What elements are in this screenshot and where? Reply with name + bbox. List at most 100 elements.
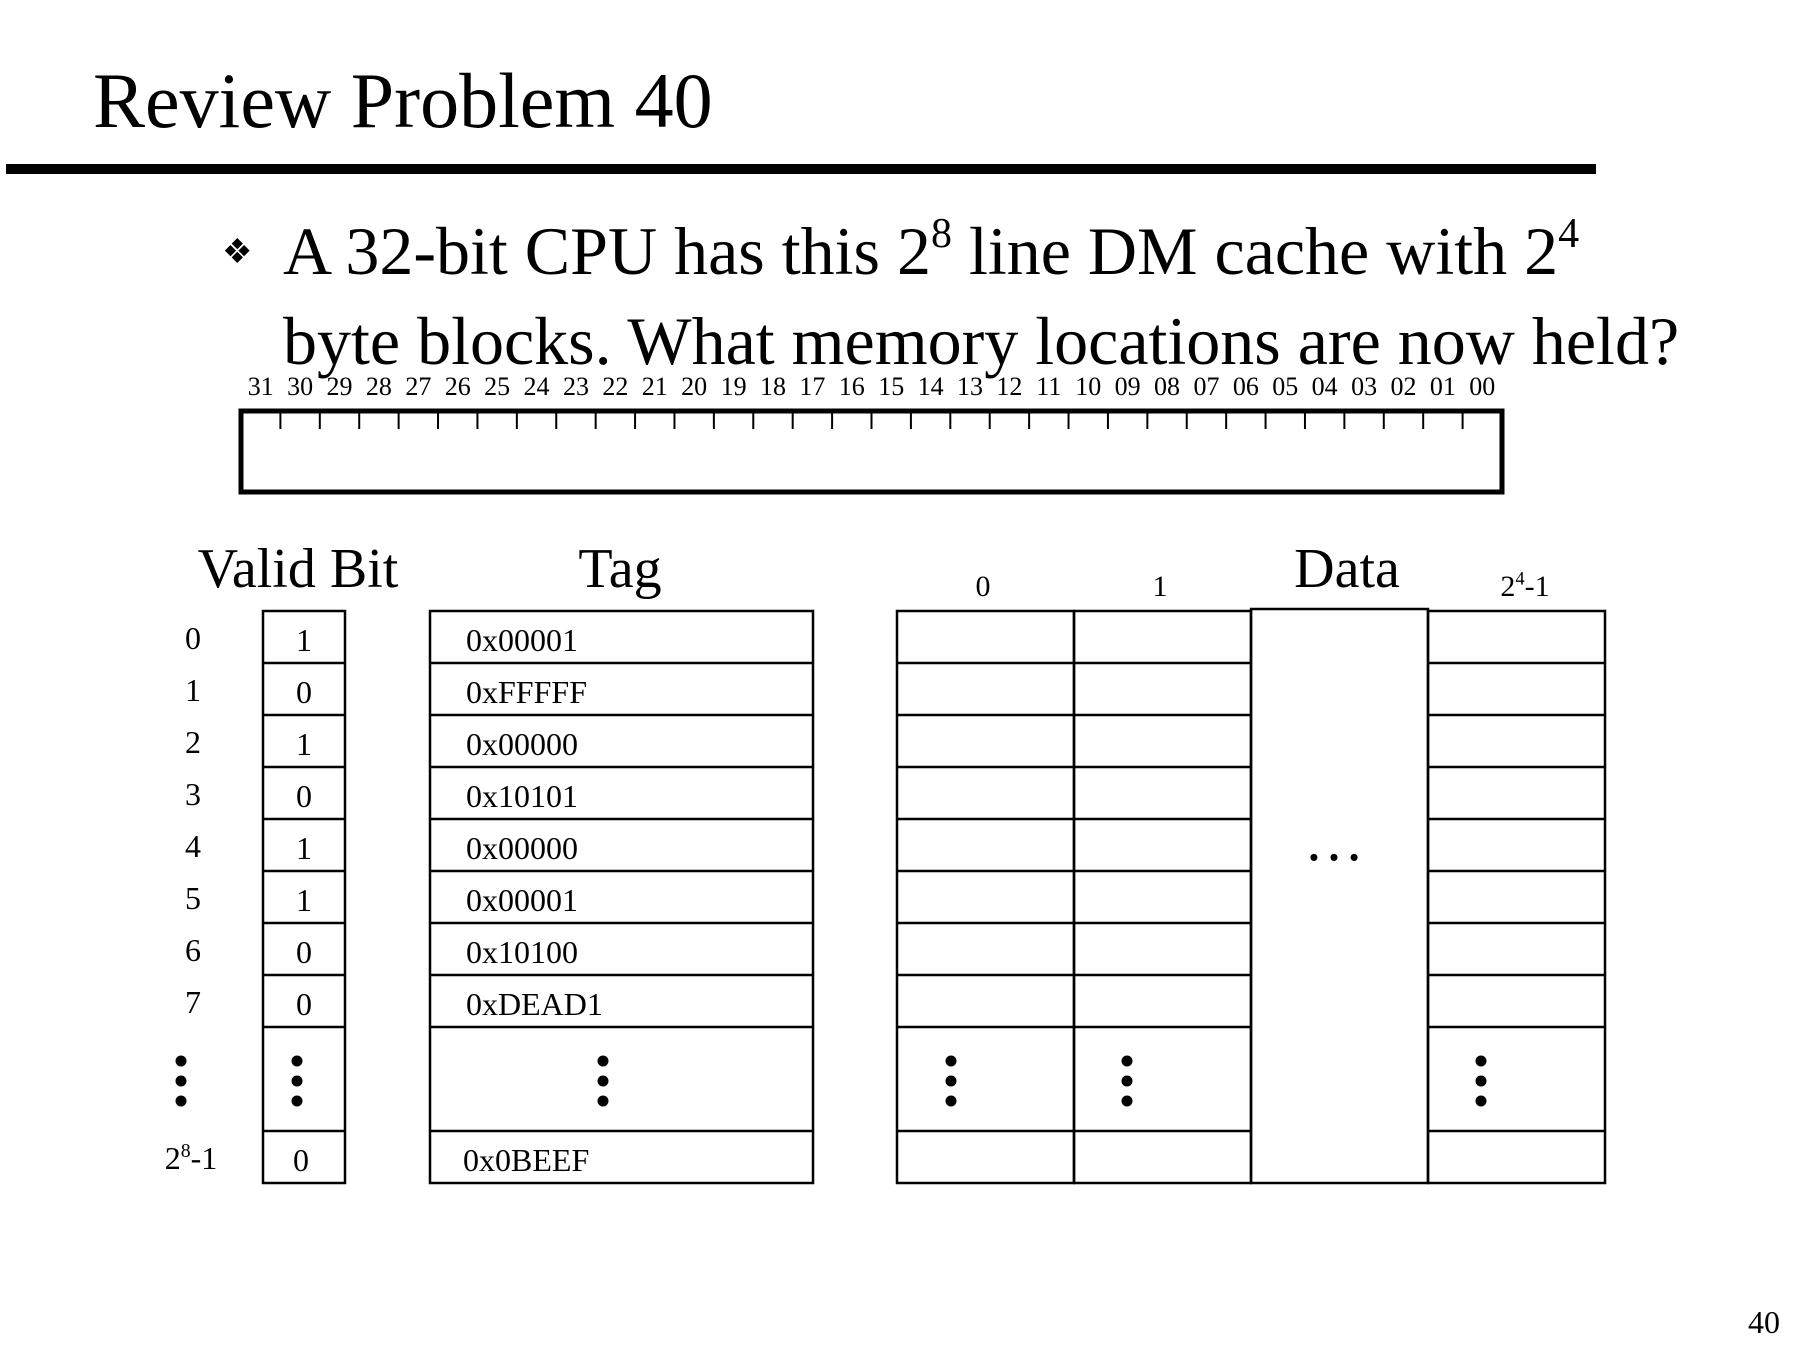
row-index-label: 4 — [185, 828, 201, 864]
valid-bit-header: Valid Bit — [198, 538, 399, 600]
data-middle-bytes-box — [1249, 607, 1430, 1185]
bit-number-label: 04 — [1312, 372, 1338, 401]
tag-value: 0x00001 — [466, 622, 578, 658]
tag-value: 0xDEAD1 — [466, 986, 603, 1022]
dot — [1121, 1095, 1133, 1107]
row-index-label: 2 — [185, 724, 201, 760]
bullet-line-1: A 32-bit CPU has this 28 line DM cache w… — [283, 211, 1679, 301]
data-horizontal-ellipsis: … — [1304, 807, 1364, 873]
data-col1-vertical-ellipsis — [1121, 1055, 1133, 1107]
data-col0-vertical-ellipsis — [945, 1055, 957, 1107]
dot — [1121, 1055, 1133, 1067]
data-byte-1-column — [1072, 609, 1253, 1185]
tag-value: 0xFFFFF — [466, 674, 587, 710]
dot — [945, 1055, 957, 1067]
row-index-label: 0 — [185, 620, 201, 656]
dot — [175, 1075, 187, 1087]
tag-header: Tag — [578, 538, 661, 600]
valid-bit-value: 0 — [296, 674, 312, 710]
tag-value: 0x00001 — [466, 882, 578, 918]
valid-bit-value: 1 — [296, 830, 312, 866]
bit-number-label: 00 — [1469, 372, 1495, 401]
row-index-label: 6 — [185, 932, 201, 968]
bit-number-label: 21 — [642, 372, 668, 401]
bit-number-label: 03 — [1351, 372, 1377, 401]
page-number: 40 — [1748, 1304, 1780, 1340]
dot — [175, 1055, 187, 1067]
bit-number-label: 05 — [1272, 372, 1298, 401]
valid-vertical-ellipsis — [291, 1055, 303, 1107]
slide-title: Review Problem 40 — [93, 57, 713, 144]
bit-number-label: 29 — [327, 372, 353, 401]
bullet-exponent: 8 — [930, 211, 952, 257]
bit-number-label: 14 — [918, 372, 944, 401]
bit-number-label: 26 — [445, 372, 471, 401]
bit-number-label: 30 — [287, 372, 313, 401]
dot — [1475, 1095, 1487, 1107]
bit-number-label: 25 — [484, 372, 510, 401]
bit-number-label: 10 — [1075, 372, 1101, 401]
bullet-text-part: line DM cache with 2 — [951, 213, 1559, 289]
bit-number-label: 06 — [1233, 372, 1259, 401]
dot — [597, 1075, 609, 1087]
bit-number-label: 01 — [1430, 372, 1456, 401]
bit-number-label: 12 — [996, 372, 1022, 401]
bullet-line-2: byte blocks. What memory locations are n… — [283, 303, 1680, 379]
bit-number-label: 08 — [1154, 372, 1180, 401]
valid-bit-column — [261, 609, 347, 1185]
row-index-label: 3 — [185, 776, 201, 812]
bit-number-label: 15 — [878, 372, 904, 401]
tag-value: 0x0BEEF — [463, 1142, 589, 1178]
dot — [945, 1095, 957, 1107]
data-column-0-label: 0 — [976, 570, 991, 603]
bit-number-label: 16 — [839, 372, 865, 401]
bit-number-label: 24 — [524, 372, 550, 401]
last-row-index-label: 28-1 — [165, 1140, 218, 1176]
row-index-label: 7 — [185, 984, 201, 1020]
bit-number-label: 23 — [563, 372, 589, 401]
dot — [945, 1075, 957, 1087]
dot — [597, 1095, 609, 1107]
bit-number-label: 19 — [721, 372, 747, 401]
dot — [597, 1055, 609, 1067]
data-column-1-label: 1 — [1153, 570, 1168, 603]
tag-column — [428, 609, 815, 1185]
data-byte-0-column — [895, 609, 1076, 1185]
diamond-bullet-icon: ❖ — [222, 234, 253, 271]
dot — [291, 1095, 303, 1107]
bullet-exponent: 4 — [1558, 211, 1580, 257]
valid-bit-value: 0 — [296, 934, 312, 970]
tag-vertical-ellipsis — [597, 1055, 609, 1107]
data-byte-last-column — [1426, 609, 1607, 1185]
index-vertical-ellipsis — [175, 1055, 187, 1107]
bit-number-label: 09 — [1115, 372, 1141, 401]
valid-bit-value: 0 — [293, 1142, 309, 1178]
tag-value: 0x10101 — [466, 778, 578, 814]
bit-number-label: 28 — [366, 372, 392, 401]
dot — [291, 1075, 303, 1087]
dot — [1475, 1055, 1487, 1067]
bit-number-label: 13 — [957, 372, 983, 401]
row-index-label: 5 — [185, 880, 201, 916]
valid-bit-value: 0 — [296, 986, 312, 1022]
title-underline — [6, 164, 1596, 174]
dot — [291, 1055, 303, 1067]
bullet-text: A 32-bit CPU has this 28 line DM cache w… — [283, 211, 1679, 381]
data-last-column-label: 24-1 — [1500, 569, 1549, 603]
tag-value: 0x00000 — [466, 726, 578, 762]
dot — [1475, 1075, 1487, 1087]
data-header: Data — [1294, 538, 1400, 600]
bit-number-label: 31 — [248, 372, 274, 401]
valid-bit-value: 0 — [296, 778, 312, 814]
valid-bit-value: 1 — [296, 622, 312, 658]
bit-number-label: 07 — [1193, 372, 1219, 401]
bit-number-label: 18 — [760, 372, 786, 401]
bit-number-label: 22 — [602, 372, 628, 401]
data-last-vertical-ellipsis — [1475, 1055, 1487, 1107]
bit-number-label: 11 — [1036, 372, 1061, 401]
dot — [175, 1095, 187, 1107]
row-index-label: 1 — [185, 672, 201, 708]
tag-value: 0x00000 — [466, 830, 578, 866]
